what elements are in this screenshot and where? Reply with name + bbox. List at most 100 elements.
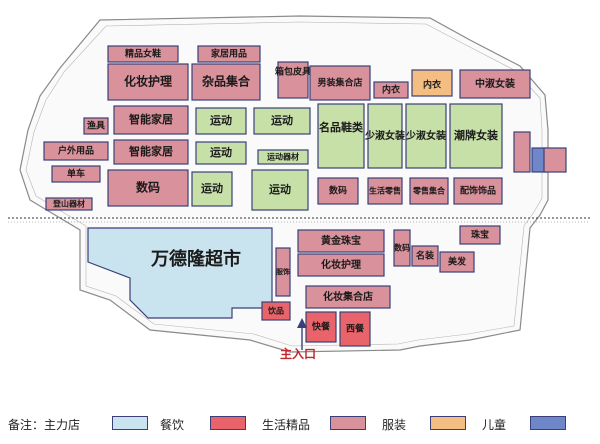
store-label: 运动: [271, 113, 293, 127]
store-xican[interactable]: 西餐: [339, 311, 371, 347]
legend-swatch-apparel: [430, 416, 466, 430]
legend-swatch-goods: [330, 416, 366, 430]
store-peishi-shipin[interactable]: 配饰饰品: [453, 177, 503, 205]
store-shaoshu-nvzhuang-1[interactable]: 少淑女装: [364, 103, 405, 169]
store-right-kids-1[interactable]: [513, 131, 531, 173]
store-label: 潮牌女装: [454, 128, 498, 142]
store-label: 美发: [448, 256, 467, 268]
store-right-kids-3[interactable]: [543, 147, 567, 173]
legend-label-kids: 儿童: [482, 418, 507, 432]
store-label: 运动: [210, 145, 232, 159]
legend-label-goods: 生活精品: [262, 418, 311, 432]
store-neiyi-2[interactable]: 内衣: [411, 69, 453, 97]
store-label: 箱包皮具: [275, 66, 311, 78]
store-label: 杂品集合: [202, 74, 251, 89]
store-label: 单车: [67, 168, 85, 180]
store-yundong-2[interactable]: 运动: [253, 107, 311, 135]
store-label: 精品女鞋: [125, 48, 161, 60]
store-label: 数码: [136, 180, 160, 195]
legend-label-food: 餐饮: [160, 418, 185, 432]
store-label: 万德隆超市: [150, 248, 241, 270]
store-huazhuang-jihe[interactable]: 化妆集合店: [305, 285, 391, 309]
store-huangjin-zhubao[interactable]: 黄金珠宝: [297, 229, 385, 253]
store-label: 零售集合: [412, 186, 446, 196]
store-label: 运动器材: [267, 152, 299, 162]
store-zhubao[interactable]: 珠宝: [459, 225, 501, 245]
store-huazhuang-huli-2[interactable]: 化妆护理: [297, 253, 385, 277]
store-danche[interactable]: 单车: [51, 165, 101, 183]
store-label: 配饰饰品: [460, 185, 496, 197]
store-chaopai-nvzhuang[interactable]: 潮牌女装: [449, 103, 503, 169]
store-label: 运动: [201, 181, 223, 195]
store-label: 家居用品: [211, 48, 247, 60]
legend-note: 备注：主力店: [8, 418, 81, 432]
store-label: 少淑女装: [364, 129, 405, 142]
store-huwai-yongpin[interactable]: 户外用品: [43, 141, 109, 161]
store-chuanjiao[interactable]: 服饰: [275, 247, 291, 297]
store-label: 男装集合店: [317, 77, 362, 89]
store-label: 化妆集合店: [323, 290, 373, 303]
store-shuma-3[interactable]: 数码: [393, 229, 411, 267]
store-label: 内衣: [423, 79, 441, 91]
store-zhineng-jiaju-2[interactable]: 智能家居: [113, 139, 189, 165]
store-shaoshu-nvzhuang-2[interactable]: 少淑女装: [405, 103, 447, 169]
store-label: 生活零售: [369, 186, 401, 196]
store-neiyi-1[interactable]: 内衣: [373, 81, 409, 99]
store-lingshou-jihe[interactable]: 零售集合: [409, 177, 449, 205]
store-jiaju-yongpin[interactable]: 家居用品: [197, 45, 261, 63]
store-wanlong-chaoshi[interactable]: 万德隆超市: [87, 227, 273, 319]
store-label: 名品鞋类: [319, 120, 364, 134]
store-xiangbao-piju[interactable]: 箱包皮具: [275, 61, 311, 99]
store-yundong-1[interactable]: 运动: [195, 107, 247, 135]
legend-swatch-food: [210, 416, 246, 430]
store-shuma-2[interactable]: 数码: [317, 177, 359, 205]
store-label: 西餐: [346, 323, 365, 335]
store-label: 化妆护理: [321, 258, 361, 271]
store-label: 服饰: [276, 267, 290, 276]
store-yuju[interactable]: 渔具: [83, 117, 109, 135]
store-label: 中淑女装: [475, 77, 515, 90]
legend: 备注：主力店 餐饮 生活精品 服装 儿童: [0, 404, 600, 444]
store-label: 智能家居: [129, 144, 173, 158]
store-shenghuo-lingshou[interactable]: 生活零售: [367, 177, 403, 205]
store-label: 运动: [210, 113, 232, 127]
store-yundong-4[interactable]: 运动: [191, 171, 233, 207]
arrow-up-icon: [297, 318, 307, 328]
store-kuaican[interactable]: 快餐: [305, 311, 337, 343]
store-mingpin-xielei[interactable]: 名品鞋类: [317, 103, 365, 169]
store-huazhuang-huli-1[interactable]: 化妆护理: [107, 63, 189, 101]
store-label: 珠宝: [471, 229, 489, 241]
legend-swatch-kids: [530, 416, 566, 430]
store-label: 化妆护理: [124, 74, 172, 89]
store-meifa[interactable]: 美发: [439, 251, 475, 273]
store-label: 饮品: [267, 306, 284, 316]
store-dengshan-qicai[interactable]: 登山器材: [45, 197, 93, 211]
store-label: 数码: [329, 185, 347, 197]
store-yundong-3[interactable]: 运动: [195, 141, 247, 165]
legend-label-apparel: 服装: [382, 418, 407, 432]
store-yundong-5[interactable]: 运动: [251, 169, 309, 211]
store-nanzhuang-jihe[interactable]: 男装集合店: [309, 65, 371, 101]
store-zhineng-jiaju-1[interactable]: 智能家居: [113, 105, 189, 135]
store-label: 名装: [416, 250, 435, 262]
store-yundong-qicai[interactable]: 运动器材: [257, 149, 309, 165]
main-entrance: 主入口: [280, 318, 316, 361]
store-label: 少淑女装: [405, 129, 446, 142]
store-label: 快餐: [312, 321, 331, 333]
store-label: 智能家居: [129, 112, 173, 126]
store-mingzhuang[interactable]: 名装: [411, 245, 439, 267]
legend-swatch-anchor: [112, 416, 148, 430]
store-jingpin-nvxie[interactable]: 精品女鞋: [107, 45, 179, 63]
store-label: 登山器材: [52, 199, 85, 209]
store-zapin-jihe[interactable]: 杂品集合: [191, 63, 261, 101]
store-label: 内衣: [382, 84, 400, 96]
store-zhongshu-nvzhuang[interactable]: 中淑女装: [459, 69, 531, 99]
store-label: 黄金珠宝: [321, 234, 361, 247]
store-label: 数码: [394, 243, 410, 253]
store-label: 渔具: [87, 120, 105, 132]
store-yinpin[interactable]: 饮品: [261, 301, 291, 321]
store-shuma-1[interactable]: 数码: [107, 169, 189, 207]
store-label: 户外用品: [58, 145, 94, 157]
entrance-label: 主入口: [280, 346, 316, 361]
